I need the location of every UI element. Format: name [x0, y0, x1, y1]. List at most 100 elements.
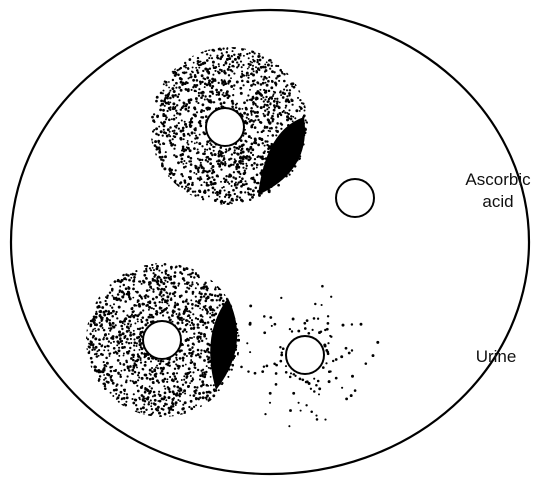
stipple-dot [167, 94, 170, 97]
stipple-dot [134, 274, 136, 276]
stipple-dot [172, 138, 174, 140]
stipple-dot [293, 86, 296, 89]
stipple-dot [264, 110, 266, 112]
stipple-dot [106, 294, 108, 296]
stipple-dot [209, 162, 212, 165]
stipple-dot [122, 274, 125, 277]
stipple-dot [128, 320, 131, 323]
stipple-dot [169, 391, 172, 394]
stipple-dot [185, 186, 187, 188]
stipple-dot [166, 307, 168, 309]
halo-dot [306, 380, 309, 383]
stipple-dot [166, 292, 168, 294]
stipple-dot [190, 375, 192, 377]
stipple-dot [104, 300, 106, 302]
stipple-dot [179, 319, 181, 321]
stipple-dot [149, 415, 152, 418]
stipple-dot [200, 314, 203, 317]
stipple-dot [119, 376, 122, 379]
stipple-dot [255, 70, 258, 73]
stipple-dot [108, 353, 110, 355]
stipple-dot [133, 393, 135, 395]
stipple-dot [256, 106, 258, 108]
stipple-dot [208, 367, 210, 369]
stipple-dot [272, 95, 274, 97]
stipple-dot [180, 413, 183, 416]
stipple-dot [160, 291, 162, 293]
stipple-dot [118, 347, 120, 349]
stipple-dot [195, 317, 197, 319]
stipple-dot [106, 297, 109, 300]
stipple-dot [266, 144, 268, 146]
stipple-dot [227, 54, 230, 57]
stipple-dot [91, 319, 94, 322]
stipple-dot [248, 74, 250, 76]
stipple-dot [125, 381, 127, 383]
stipple-dot [267, 100, 270, 103]
stipple-dot [133, 333, 136, 336]
stipple-dot [236, 153, 238, 155]
stipple-dot [162, 114, 165, 117]
stipple-dot [145, 268, 147, 270]
stipple-dot [171, 87, 174, 90]
stipple-dot [194, 108, 197, 111]
stipple-dot [208, 57, 210, 59]
stipple-dot [246, 99, 248, 101]
stipple-dot [197, 336, 200, 339]
stipple-dot [207, 321, 210, 324]
stipple-dot [241, 48, 244, 51]
stipple-dot [300, 106, 302, 108]
stipple-dot [137, 379, 139, 381]
stipple-dot [239, 87, 242, 90]
stipple-dot [119, 363, 121, 365]
stipple-dot [164, 280, 166, 282]
stipple-dot [181, 408, 184, 411]
stipple-dot [204, 150, 206, 152]
stipple-dot [103, 314, 106, 317]
stipple-dot [185, 339, 188, 342]
stipple-dot [168, 87, 170, 89]
stipple-dot [217, 176, 219, 178]
stipple-dot [116, 317, 118, 319]
halo-dot [330, 296, 332, 298]
stipple-dot [90, 357, 93, 360]
stipple-dot [186, 282, 189, 285]
stipple-dot [99, 325, 102, 328]
stipple-dot [164, 271, 166, 273]
stipple-dot [100, 345, 102, 347]
stipple-dot [257, 143, 260, 146]
stipple-dot [161, 307, 163, 309]
stipple-dot [158, 412, 161, 415]
stipple-dot [168, 175, 170, 177]
stipple-dot [105, 365, 107, 367]
stipple-dot [285, 105, 287, 107]
stipple-dot [202, 375, 204, 377]
stipple-dot [180, 294, 182, 296]
stipple-dot [183, 160, 185, 162]
stipple-dot [264, 99, 266, 101]
stipple-dot [200, 178, 202, 180]
stipple-dot [208, 108, 210, 110]
stipple-dot [189, 98, 192, 101]
stipple-dot [124, 335, 127, 338]
stipple-dot [264, 71, 266, 73]
stipple-dot [95, 316, 98, 319]
stipple-dot [90, 341, 93, 344]
stipple-dot [93, 365, 96, 368]
stipple-dot [175, 287, 177, 289]
stipple-dot [244, 180, 246, 182]
stipple-dot [262, 56, 264, 58]
stipple-dot [177, 390, 179, 392]
stipple-dot [237, 65, 239, 67]
stipple-dot [161, 122, 163, 124]
stipple-dot [238, 53, 240, 55]
stipple-dot [189, 149, 192, 152]
stipple-dot [161, 379, 164, 382]
stipple-dot [150, 399, 152, 401]
stipple-dot [141, 298, 143, 300]
stipple-dot [169, 126, 172, 129]
halo-dot [285, 371, 288, 374]
stipple-dot [268, 59, 270, 61]
stipple-dot [164, 301, 166, 303]
stipple-dot [187, 156, 189, 158]
